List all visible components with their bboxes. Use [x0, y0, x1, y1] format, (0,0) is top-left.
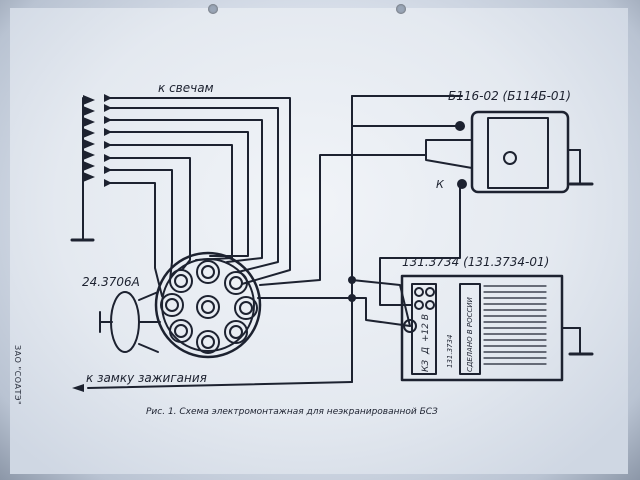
figure-caption: Рис. 1. Схема электромонтажная для неэкр…: [146, 407, 438, 417]
punch-hole: [396, 4, 406, 14]
junction-dots: [348, 276, 356, 302]
switch-part-no: 131.3734: [446, 335, 454, 368]
switch-made-in: СДЕЛАНО В РОССИИ: [466, 296, 474, 372]
switch-label: 131.3734 (131.3734-01): [402, 255, 549, 269]
spark-plug-bus: [70, 95, 95, 242]
to-plugs-label: к свечам: [158, 81, 214, 95]
punch-hole: [208, 4, 218, 14]
interconnect-wires: [87, 95, 461, 389]
switch-terms-3: +12 В: [421, 314, 431, 342]
switch-terms-1: КЗ: [421, 360, 431, 372]
ignition-coil: [351, 95, 594, 194]
distributor-label: 24.3706А: [82, 275, 140, 289]
switch-terms-2: Д: [421, 347, 431, 355]
vacuum-regulator: [99, 291, 161, 353]
plug-leads: [104, 94, 291, 297]
coil-label: Б116-02 (Б114Б-01): [448, 89, 571, 103]
to-ignition-label: к замку зажигания: [86, 371, 207, 385]
ignition-arrow: [72, 384, 84, 392]
switch-module: [400, 274, 594, 382]
coil-terminal-label: К: [436, 178, 445, 191]
distributor-cap: [154, 251, 262, 359]
